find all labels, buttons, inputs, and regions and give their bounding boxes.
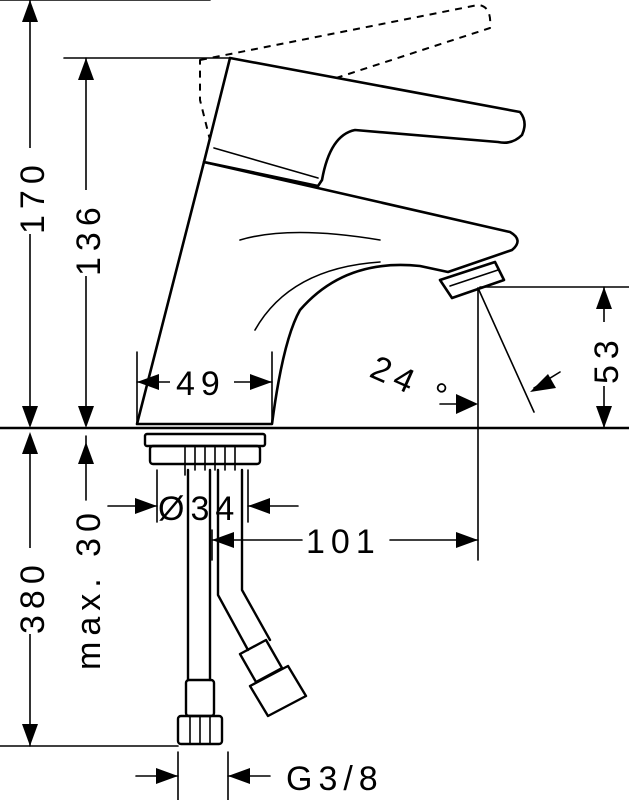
arrow-170-bottom	[22, 406, 38, 428]
arrow-101-left	[212, 532, 234, 548]
mounting-thread	[184, 445, 236, 476]
dim-label-101: 101	[306, 523, 381, 561]
arrow-53-top	[596, 287, 612, 309]
dim-label-49: 49	[176, 365, 226, 403]
arrow-g38-right	[228, 768, 250, 784]
spout-curve-upper	[239, 231, 381, 241]
dim-label-24: 24 °	[365, 349, 458, 418]
label-bg-170	[12, 148, 48, 234]
label-bg-380	[12, 548, 48, 634]
arrow-101-right	[456, 532, 478, 548]
dim-label-170: 170	[14, 159, 52, 234]
arrow-380-top	[22, 432, 38, 454]
arrow-170-top	[22, 0, 38, 22]
dim-label-136: 136	[70, 201, 108, 276]
arrow-136-top	[78, 58, 94, 80]
arrow-g38-left	[156, 768, 178, 784]
arrow-136-bottom	[78, 406, 94, 428]
faucet-lever	[202, 56, 526, 188]
arrow-34-left	[135, 498, 157, 514]
dim-label-30: max. 30	[70, 507, 108, 670]
label-bg-136	[68, 190, 104, 276]
arrow-24-right	[530, 374, 556, 392]
mounting-ring	[143, 432, 267, 448]
arrow-34-right	[248, 498, 270, 514]
hose-fitting-left	[184, 678, 216, 718]
arrow-380-bottom	[22, 724, 38, 746]
angle-24-leg	[477, 287, 535, 413]
label-bg-53	[586, 322, 622, 386]
aerator	[438, 260, 506, 300]
arrow-49-right	[250, 374, 272, 390]
spout-curve-lower	[254, 261, 381, 331]
hose-right	[216, 468, 272, 652]
hose-left	[186, 468, 212, 682]
dim-label-34: Ø34	[158, 490, 240, 528]
dim-label-g38: G3/8	[286, 760, 384, 798]
arrow-24-left	[456, 394, 478, 414]
arrow-49-left	[137, 374, 159, 390]
arrow-53-bottom	[596, 406, 612, 428]
lever-base-edge	[213, 147, 319, 179]
hose-nut-right	[248, 664, 308, 718]
dim-label-53: 53	[588, 334, 626, 384]
dim-label-380: 380	[14, 559, 52, 634]
arrow-30-top	[78, 442, 94, 464]
aerator-detail	[449, 269, 499, 287]
label-bg-49	[170, 364, 234, 400]
faucet-body	[135, 160, 519, 426]
